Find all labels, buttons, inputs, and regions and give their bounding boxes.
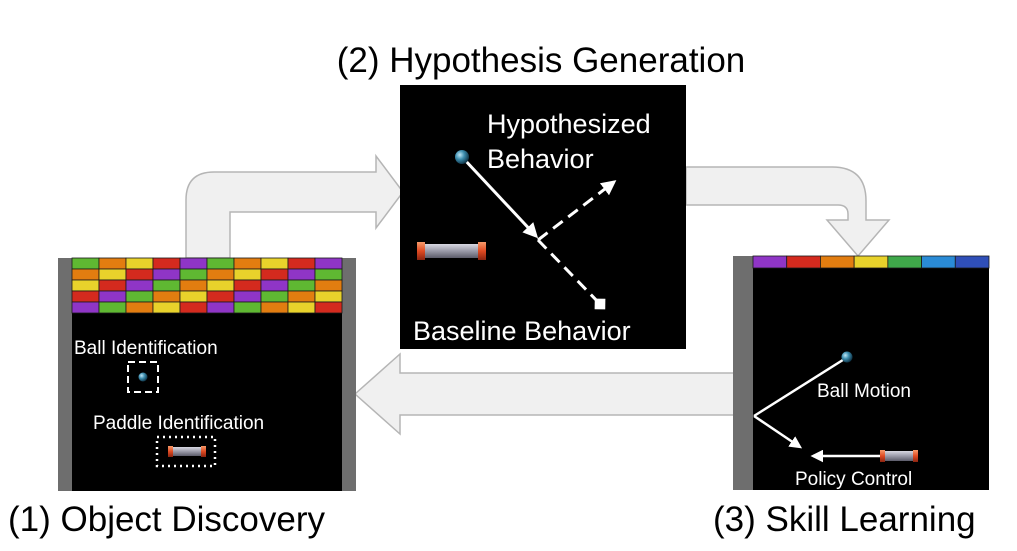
hypothesized-behavior-label: Hypothesized Behavior: [487, 109, 658, 174]
left-wall: [58, 258, 72, 491]
brick: [206, 279, 235, 292]
brick: [71, 290, 100, 303]
brick: [71, 279, 100, 292]
object-discovery-title: (1) Object Discovery: [8, 500, 326, 539]
flow-arrow-icon: [685, 166, 891, 258]
brick: [206, 290, 235, 303]
baseline-trajectory: [536, 238, 606, 310]
brick: [233, 279, 262, 292]
brick: [233, 257, 262, 270]
baseline-behavior-label: Baseline Behavior: [413, 316, 631, 346]
brick: [314, 279, 343, 292]
brick: [287, 290, 316, 303]
brick: [853, 255, 889, 269]
brick: [820, 255, 855, 269]
brick: [786, 255, 821, 269]
ball-icon: [455, 150, 469, 164]
flow-arrow-icon: [185, 153, 404, 259]
brick: [287, 279, 316, 292]
ball-identification-label: Ball Identification: [74, 338, 218, 359]
brick: [206, 301, 235, 314]
brick-grid: [71, 257, 343, 314]
brick: [260, 268, 289, 281]
brick-row: [752, 255, 990, 269]
brick: [125, 257, 154, 270]
brick: [260, 290, 289, 303]
brick: [179, 257, 208, 270]
paddle-icon: [168, 446, 206, 457]
brick: [98, 279, 127, 292]
brick: [233, 290, 262, 303]
brick: [125, 301, 154, 314]
brick: [125, 290, 154, 303]
brick: [125, 268, 154, 281]
incoming-trajectory: [461, 156, 539, 239]
brick: [921, 255, 956, 269]
paddle-icon: [417, 242, 486, 260]
brick: [179, 279, 208, 292]
left-wall: [733, 256, 753, 490]
brick: [287, 268, 316, 281]
brick: [152, 290, 181, 303]
ball-bounding-box: [127, 361, 159, 393]
brick: [314, 290, 343, 303]
brick: [71, 268, 100, 281]
brick: [260, 257, 289, 270]
brick: [152, 268, 181, 281]
paddle-icon: [880, 450, 918, 462]
paddle-identification-label: Paddle Identification: [93, 413, 264, 434]
brick: [71, 257, 100, 270]
brick: [179, 268, 208, 281]
brick: [314, 301, 343, 314]
object-discovery-panel: Ball Identification Paddle Identificatio…: [58, 257, 356, 491]
brick: [98, 268, 127, 281]
brick: [954, 255, 990, 269]
brick: [125, 279, 154, 292]
paddle-bounding-box: [155, 435, 217, 468]
brick: [98, 257, 127, 270]
brick: [752, 255, 788, 269]
brick: [287, 301, 316, 314]
skill-learning-title: (3) Skill Learning: [713, 500, 976, 539]
hypothesis-generation-title: (2) Hypothesis Generation: [337, 41, 746, 80]
brick: [314, 268, 343, 281]
right-wall: [342, 258, 356, 491]
brick: [98, 290, 127, 303]
skill-learning-panel: Ball Motion Policy Control: [733, 255, 990, 490]
brick: [887, 255, 922, 269]
brick: [233, 268, 262, 281]
ball-icon: [138, 372, 148, 382]
brick: [179, 301, 208, 314]
hypothesized-label-line2: Behavior: [487, 144, 594, 174]
brick: [179, 290, 208, 303]
brick: [260, 301, 289, 314]
rebound-trajectory: [753, 414, 803, 449]
brick: [206, 257, 235, 270]
brick: [152, 301, 181, 314]
brick: [314, 257, 343, 270]
brick: [152, 257, 181, 270]
ball-icon: [841, 351, 853, 363]
hypothesis-generation-panel: Hypothesized Behavior Baseline Behavior: [400, 85, 686, 349]
ball-motion-label: Ball Motion: [817, 381, 911, 402]
brick: [152, 279, 181, 292]
brick: [287, 257, 316, 270]
brick: [233, 301, 262, 314]
policy-control-label: Policy Control: [795, 469, 912, 490]
hypothesized-trajectory: [537, 180, 617, 242]
ball-motion-trajectory: [753, 356, 847, 418]
brick: [206, 268, 235, 281]
brick: [71, 301, 100, 314]
hypothesized-label-line1: Hypothesized: [487, 109, 651, 139]
brick: [260, 279, 289, 292]
flow-arrow-icon: [353, 352, 737, 436]
brick: [98, 301, 127, 314]
